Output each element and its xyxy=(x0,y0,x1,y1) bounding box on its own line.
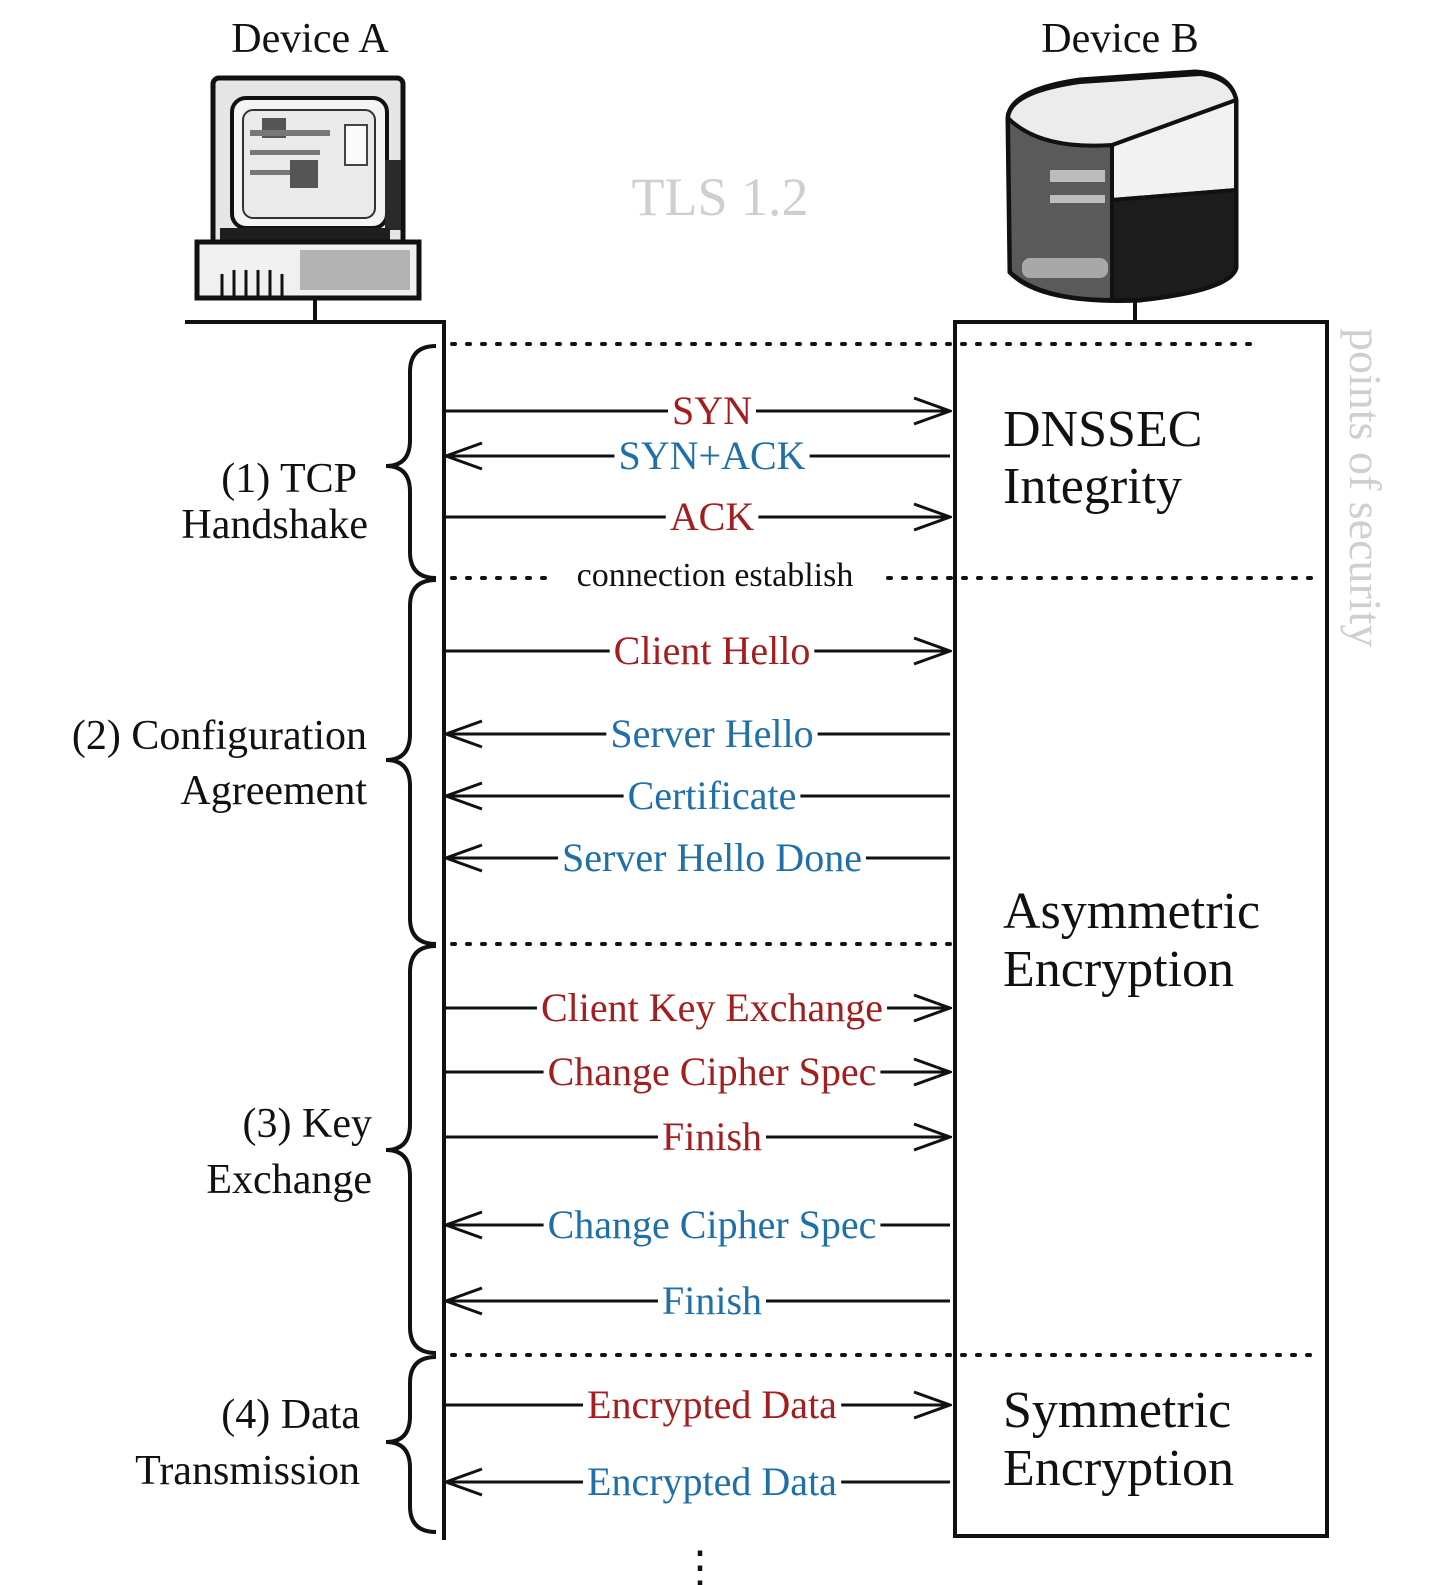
phase-1-line1: (1) TCP xyxy=(221,456,357,502)
phase-3-line1: (3) Key xyxy=(243,1101,372,1147)
phase-braces xyxy=(385,344,437,1534)
message-14: Encrypted Data xyxy=(446,1459,950,1504)
security-1-line2: Integrity xyxy=(1003,458,1182,515)
brace-phase-2 xyxy=(385,578,437,946)
message-label: Change Cipher Spec xyxy=(548,1202,877,1247)
message-1: SYN xyxy=(446,388,950,433)
message-label-backing xyxy=(606,715,818,752)
message-6: Certificate xyxy=(446,773,950,818)
message-label: Server Hello Done xyxy=(562,835,862,880)
brace-phase-4 xyxy=(385,1355,437,1534)
phase-4-line1: (4) Data xyxy=(221,1392,360,1438)
device-a-label: Device A xyxy=(231,16,389,62)
message-label: Encrypted Data xyxy=(587,1382,837,1427)
lifelines xyxy=(185,298,1329,1540)
message-label-backing xyxy=(543,1053,881,1090)
message-label: Encrypted Data xyxy=(587,1459,837,1504)
message-label-backing xyxy=(657,1118,767,1155)
message-4: Client Hello xyxy=(446,628,950,673)
phase-1-line2: Handshake xyxy=(181,502,368,548)
message-label: ACK xyxy=(670,494,755,539)
message-label-backing xyxy=(583,1463,842,1500)
security-2-line1: Asymmetric xyxy=(1003,883,1260,940)
security-notes: DNSSEC Integrity Asymmetric Encryption S… xyxy=(1003,401,1260,1497)
phase-3-line2: Exchange xyxy=(206,1157,372,1203)
message-label: Certificate xyxy=(628,773,797,818)
message-label: Finish xyxy=(662,1114,762,1159)
message-12: Finish xyxy=(446,1278,950,1323)
device-b-label: Device B xyxy=(1041,16,1198,62)
side-label: points of security xyxy=(1340,328,1391,647)
message-label: SYN+ACK xyxy=(618,433,805,478)
message-label: SYN xyxy=(672,388,752,433)
message-9: Change Cipher Spec xyxy=(446,1049,950,1094)
message-3: ACK xyxy=(446,494,950,539)
message-label-backing xyxy=(623,777,801,814)
security-2-line2: Encryption xyxy=(1003,941,1234,998)
message-5: Server Hello xyxy=(446,711,950,756)
message-11: Change Cipher Spec xyxy=(446,1202,950,1247)
message-label-backing xyxy=(583,1386,842,1423)
brace-phase-3 xyxy=(385,944,437,1355)
message-label-backing xyxy=(543,1206,881,1243)
message-label: Client Hello xyxy=(614,628,811,673)
message-label-backing xyxy=(657,1282,767,1319)
message-label-backing xyxy=(609,632,815,669)
connection-note: connection establish xyxy=(577,557,854,594)
message-label-backing xyxy=(665,498,759,535)
message-10: Finish xyxy=(446,1114,950,1159)
message-label-backing xyxy=(536,989,888,1026)
server-tower-icon xyxy=(1005,69,1239,303)
continuation-marker: ⋮ xyxy=(678,1543,722,1585)
security-1-line1: DNSSEC xyxy=(1003,401,1202,458)
security-box xyxy=(953,320,1329,1538)
protocol-label: TLS 1.2 xyxy=(631,167,808,227)
desktop-computer-icon xyxy=(194,75,422,301)
phase-4-line2: Transmission xyxy=(135,1448,360,1494)
security-3-line2: Encryption xyxy=(1003,1440,1234,1497)
message-label: Client Key Exchange xyxy=(541,985,883,1030)
phase-2-line1: (2) Configuration xyxy=(72,713,367,759)
message-label: Server Hello xyxy=(610,711,813,756)
message-2: SYN+ACK xyxy=(446,433,950,478)
message-label: Change Cipher Spec xyxy=(548,1049,877,1094)
brace-phase-1 xyxy=(385,344,437,580)
phase-labels: (1) TCP Handshake (2) Configuration Agre… xyxy=(72,456,372,1494)
phase-2-line2: Agreement xyxy=(180,768,367,814)
message-8: Client Key Exchange xyxy=(446,985,950,1030)
phase-separators xyxy=(450,342,1324,1357)
message-label-backing xyxy=(614,437,810,474)
message-label-backing xyxy=(558,839,866,876)
message-label: Finish xyxy=(662,1278,762,1323)
message-13: Encrypted Data xyxy=(446,1382,950,1427)
message-label-backing xyxy=(667,392,757,429)
security-3-line1: Symmetric xyxy=(1003,1382,1231,1439)
message-7: Server Hello Done xyxy=(446,835,950,880)
